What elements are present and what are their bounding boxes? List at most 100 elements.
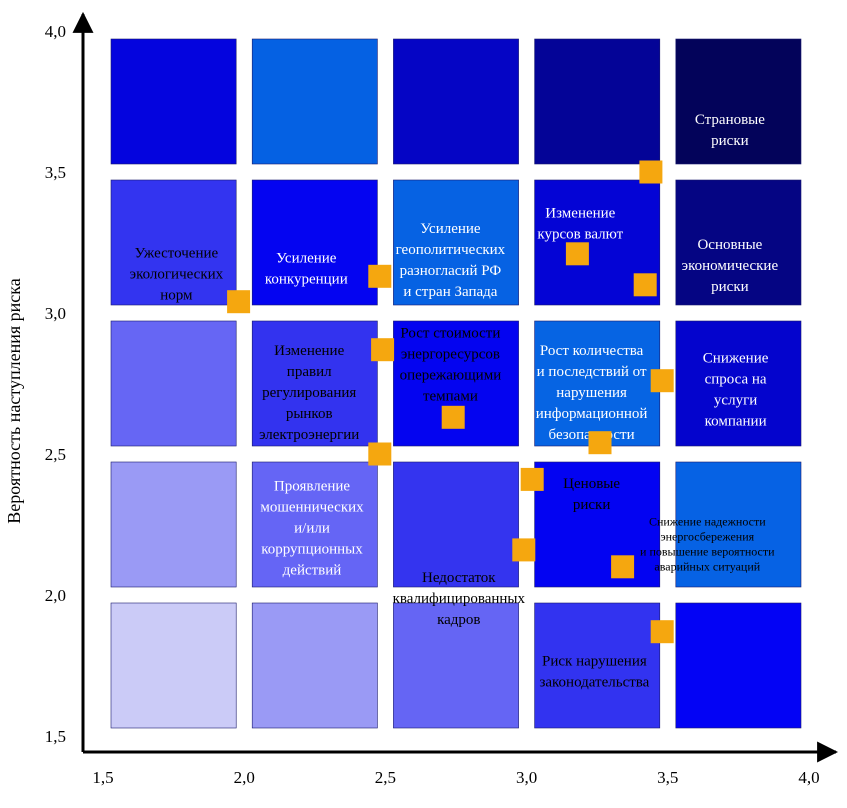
risk-label-line: электроэнергии [259, 427, 359, 443]
risk-label-line: и последствий от [537, 364, 647, 380]
heatmap-cell-r4-c1 [251, 602, 378, 729]
heatmap-cells [110, 38, 802, 729]
risk-label-line: правил [287, 364, 332, 380]
risk-label-line: информационной [536, 406, 648, 422]
risk-label-line: Проявление [274, 478, 351, 494]
risk-label-line: Снижение надежности [649, 515, 766, 529]
y-tick-label: 2,5 [45, 445, 66, 464]
risk-label-line: Усиление [420, 221, 481, 237]
risk-label-line: риски [573, 497, 611, 513]
axes [72, 11, 839, 763]
risk-label-line: Рост стоимости [400, 325, 500, 341]
heatmap-cell-r4-c2 [393, 602, 519, 729]
y-tick-label: 1,5 [45, 727, 66, 746]
risk-label-line: геополитических [396, 242, 506, 258]
heatmap-cell-r2-c3 [534, 320, 661, 447]
risk-label-line: кадров [437, 612, 480, 628]
y-tick-label: 2,0 [45, 586, 66, 605]
risk-label: Недостаток квалифицированных кадров [393, 570, 526, 628]
risk-label-line: и стран Запада [403, 284, 497, 300]
heatmap-cell-r4-c3 [534, 602, 661, 729]
risk-label-line: услуги [714, 393, 757, 409]
risk-label: Страновые риски [695, 112, 765, 149]
x-tick-label: 2,0 [234, 768, 255, 787]
risk-markers [227, 160, 674, 644]
risk-marker [227, 290, 251, 314]
risk-label-line: действий [283, 562, 342, 578]
risk-label-line: Снижение [703, 351, 769, 367]
risk-label-line: риски [711, 133, 749, 149]
heatmap-cell-r4-c0 [110, 602, 237, 729]
risk-label-line: регулирования [262, 385, 356, 401]
heatmap-cell-r0-c3 [534, 38, 661, 165]
risk-marker [611, 555, 635, 579]
risk-label-line: Усиление [276, 250, 337, 266]
x-tick-label: 3,5 [657, 768, 678, 787]
y-tick-label: 3,0 [45, 304, 66, 323]
risk-label-line: мошеннических [260, 499, 364, 515]
heatmap-cell-r3-c0 [110, 461, 237, 588]
risk-label-line: Ужесточение [135, 246, 219, 262]
risk-label: Усиление геополитических разногласий РФ и с… [396, 221, 506, 300]
risk-marker [368, 264, 392, 288]
risk-label: Изменение курсов валют [537, 205, 623, 242]
risk-label-line: Страновые [695, 112, 765, 128]
risk-label-line: и/или [294, 520, 330, 536]
risk-marker [650, 369, 674, 393]
risk-label-line: норм [160, 288, 193, 304]
risk-label-line: Основные [697, 237, 762, 253]
risk-marker [639, 160, 663, 184]
x-tick-label: 4,0 [798, 768, 819, 787]
risk-marker [371, 338, 395, 362]
heatmap-cell-r4-c4 [675, 602, 802, 729]
heatmap-cell-r3-c4 [675, 461, 802, 588]
risk-marker [633, 273, 657, 297]
risk-label: Проявление мошеннических и/или коррупционны… [260, 478, 364, 578]
risk-label-line: темпами [423, 388, 478, 404]
heatmap-cell-r3-c3 [534, 461, 661, 588]
risk-label-line: энергоресурсов [401, 346, 500, 362]
risk-label-line: разногласий РФ [400, 263, 502, 279]
risk-marker [512, 538, 536, 562]
heatmap-cell-r1-c2 [393, 179, 519, 306]
risk-label-line: компании [705, 414, 767, 430]
heatmap-cell-r0-c0 [110, 38, 237, 165]
heatmap-cell-r2-c0 [110, 320, 237, 447]
risk-label-line: нарушения [556, 385, 627, 401]
risk-label-line: риски [711, 279, 749, 295]
risk-label-line: Недостаток [422, 570, 496, 586]
risk-label: Ужесточение экологических норм [130, 246, 224, 304]
risk-label-line: Изменение [274, 343, 344, 359]
y-tick-labels: 1,52,02,53,03,54,0 [45, 22, 66, 746]
y-tick-label: 3,5 [45, 163, 66, 182]
risk-label-line: аварийных ситуаций [654, 560, 760, 574]
heatmap-cell-r0-c4 [675, 38, 802, 165]
x-tick-label: 2,5 [375, 768, 396, 787]
heatmap-cell-r3-c1 [251, 461, 378, 588]
heatmap-cell-r2-c4 [675, 320, 802, 447]
risk-label-line: курсов валют [537, 226, 623, 242]
heatmap-cell-r0-c2 [393, 38, 519, 165]
heatmap-cell-r0-c1 [251, 38, 378, 165]
heatmap-cell-r1-c4 [675, 179, 802, 306]
risk-label-line: Изменение [545, 205, 615, 221]
risk-label-line: квалифицированных [393, 591, 526, 607]
x-tick-label: 1,5 [92, 768, 113, 787]
risk-label-line: коррупционных [261, 541, 363, 557]
risk-marker [368, 442, 392, 466]
risk-marker [520, 467, 544, 491]
risk-label-line: энергосбережения [660, 530, 754, 544]
risk-label-line: экологических [130, 267, 224, 283]
